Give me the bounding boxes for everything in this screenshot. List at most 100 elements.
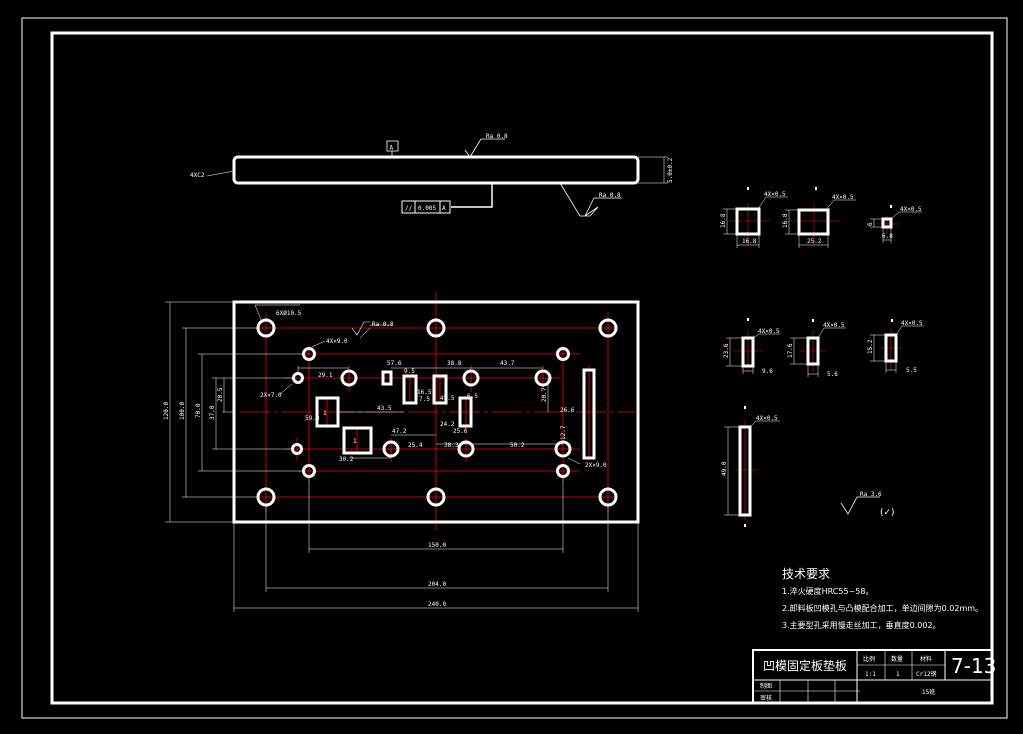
tech-line-2: 2.卸料板凹模孔与凸模配合加工，单边间隙为0.02mm。 xyxy=(782,603,983,613)
material-header: 材料 xyxy=(920,655,932,663)
datum-label: A xyxy=(390,145,394,152)
general-roughness-suffix: (✓) xyxy=(880,508,895,518)
hole-medium xyxy=(554,440,572,458)
plan-view: 240.0 204.0 150.0 120.0 100.0 70.0 37.0 … xyxy=(163,292,640,612)
detail-rect-wide xyxy=(797,208,830,236)
hole-pin xyxy=(292,372,304,384)
detail-5-note: 4X×0.5 xyxy=(823,322,845,329)
detail-1-note: 4X×0.5 xyxy=(764,191,786,198)
dim-6-5: 6.5 xyxy=(467,393,478,400)
side-roughness-top: Ra 0.8 xyxy=(486,133,508,140)
hole-pin xyxy=(291,443,303,455)
detail-1-w: 16.8 xyxy=(742,238,757,245)
dim-29-1: 29.1 xyxy=(318,372,333,379)
detail-4-note: 4X×0.5 xyxy=(758,328,780,335)
dim-30-2: 30.2 xyxy=(339,456,354,463)
parallel-datum: A xyxy=(442,205,446,212)
detail-5-h: 17.6 xyxy=(787,343,794,358)
hole-corner xyxy=(426,487,446,507)
quantity-value: 1 xyxy=(896,671,900,678)
hole-medium xyxy=(534,369,552,387)
svg-text:1: 1 xyxy=(323,410,327,417)
detail-2-h: 16.8 xyxy=(782,213,789,228)
punch-opening xyxy=(381,370,393,386)
detail-3-w: 6.8 xyxy=(882,233,893,240)
side-roughness-bottom: Ra 0.8 xyxy=(599,192,621,199)
title-block: 凹模固定板垫板 比例 数量 材料 1:1 1 Cr12钢 7-13 制图 审核 … xyxy=(752,649,996,704)
dim-57-6: 57.6 xyxy=(387,360,402,367)
note-top-holes: 6XØ10.5 xyxy=(276,310,302,317)
note-4x-holes: 4X×9.0 xyxy=(326,338,348,345)
detail-slot-3 xyxy=(884,333,898,363)
quantity-header: 数量 xyxy=(891,655,903,663)
dim-7-5: 7.5 xyxy=(419,396,430,403)
hole-medium xyxy=(462,369,480,387)
detail-slot-1 xyxy=(741,336,755,368)
side-view: A Ra 0.8 4XC2 5.0±0.2 // 0.005 A Ra 0.8 xyxy=(190,133,674,217)
dim-26-6: 26.6 xyxy=(560,407,575,414)
part-name: 凹模固定板垫板 xyxy=(763,658,847,673)
dim-20-7: 20.7 xyxy=(541,387,548,402)
general-roughness: Ra 3.6 xyxy=(860,491,882,498)
drawn-label: 制图 xyxy=(760,682,772,690)
detail-7-note: 4X×0.5 xyxy=(756,415,778,422)
punch-opening xyxy=(582,368,596,460)
punch-opening xyxy=(432,374,448,405)
dim-25-6: 25.6 xyxy=(453,428,468,435)
dim-47-2: 47.2 xyxy=(392,428,407,435)
detail-slot-2 xyxy=(806,336,820,366)
detail-3-note: 4X×0.5 xyxy=(900,206,922,213)
outer-frame xyxy=(21,17,1008,719)
dim-height-1: 120.0 xyxy=(163,402,170,420)
detail-3-h: 6 xyxy=(867,222,874,226)
material-value: Cr12钢 xyxy=(916,670,936,678)
hole-small xyxy=(556,347,570,361)
dim-59-8: 59.8 xyxy=(305,415,320,422)
drawing-number: 7-13 xyxy=(951,654,996,678)
svg-text:1: 1 xyxy=(353,438,357,445)
dim-24-2: 24.2 xyxy=(440,421,455,428)
dim-length-2: 204.0 xyxy=(428,581,446,588)
scale-header: 比例 xyxy=(863,655,875,663)
technical-requirements: 技术要求 1.淬火硬度HRC55~58。 2.卸料板凹模孔与凸模配合加工，单边间… xyxy=(782,567,983,630)
side-chamfer: 4XC2 xyxy=(190,172,205,179)
detail-tiny xyxy=(881,217,893,229)
tech-heading: 技术要求 xyxy=(782,567,830,581)
hole-medium xyxy=(457,440,475,458)
detail-2-note: 4X×0.5 xyxy=(832,194,854,201)
detail-6-h: 15.2 xyxy=(867,339,874,354)
scale-value: 1:1 xyxy=(865,671,876,678)
dim-16-5: 16.5 xyxy=(417,389,432,396)
side-view-plate xyxy=(232,155,640,185)
tech-line-3: 3.主要型孔采用慢走丝加工，垂直度0.002。 xyxy=(782,620,941,630)
dim-length-3: 150.0 xyxy=(428,542,446,549)
punch-opening xyxy=(402,374,418,405)
detail-slot-long xyxy=(738,425,752,517)
hole-corner xyxy=(426,318,446,338)
hole-medium xyxy=(340,369,358,387)
school-class: 15班 xyxy=(922,688,935,696)
dim-height-5: 20.5 xyxy=(217,387,224,402)
checked-label: 审核 xyxy=(760,694,772,702)
detail-6-note: 4X×0.5 xyxy=(901,320,923,327)
note-2x-right: 2X×9.0 xyxy=(585,462,607,469)
side-thickness: 5.0±0.2 xyxy=(667,157,674,183)
drawing-border xyxy=(50,31,994,705)
plan-roughness: Ra 0.8 xyxy=(372,321,394,328)
punch-opening xyxy=(342,426,373,455)
parallel-symbol-icon: // xyxy=(405,205,413,212)
tech-line-1: 1.淬火硬度HRC55~58。 xyxy=(782,586,873,596)
detail-square xyxy=(735,207,761,236)
dim-9-5: 9.5 xyxy=(404,368,415,375)
detail-4-h: 23.6 xyxy=(723,343,730,358)
hole-small xyxy=(302,464,316,478)
dim-50-2: 50.2 xyxy=(510,442,525,449)
note-2x-left: 2X×7.0 xyxy=(260,392,282,399)
dim-43-7: 43.7 xyxy=(500,360,515,367)
dim-45-5: 45.5 xyxy=(440,395,455,402)
dim-38-3: 38.3 xyxy=(444,442,459,449)
dim-height-2: 100.0 xyxy=(179,402,186,420)
detail-5-w: 5.6 xyxy=(827,371,838,378)
detail-1-h: 16.8 xyxy=(720,213,727,228)
